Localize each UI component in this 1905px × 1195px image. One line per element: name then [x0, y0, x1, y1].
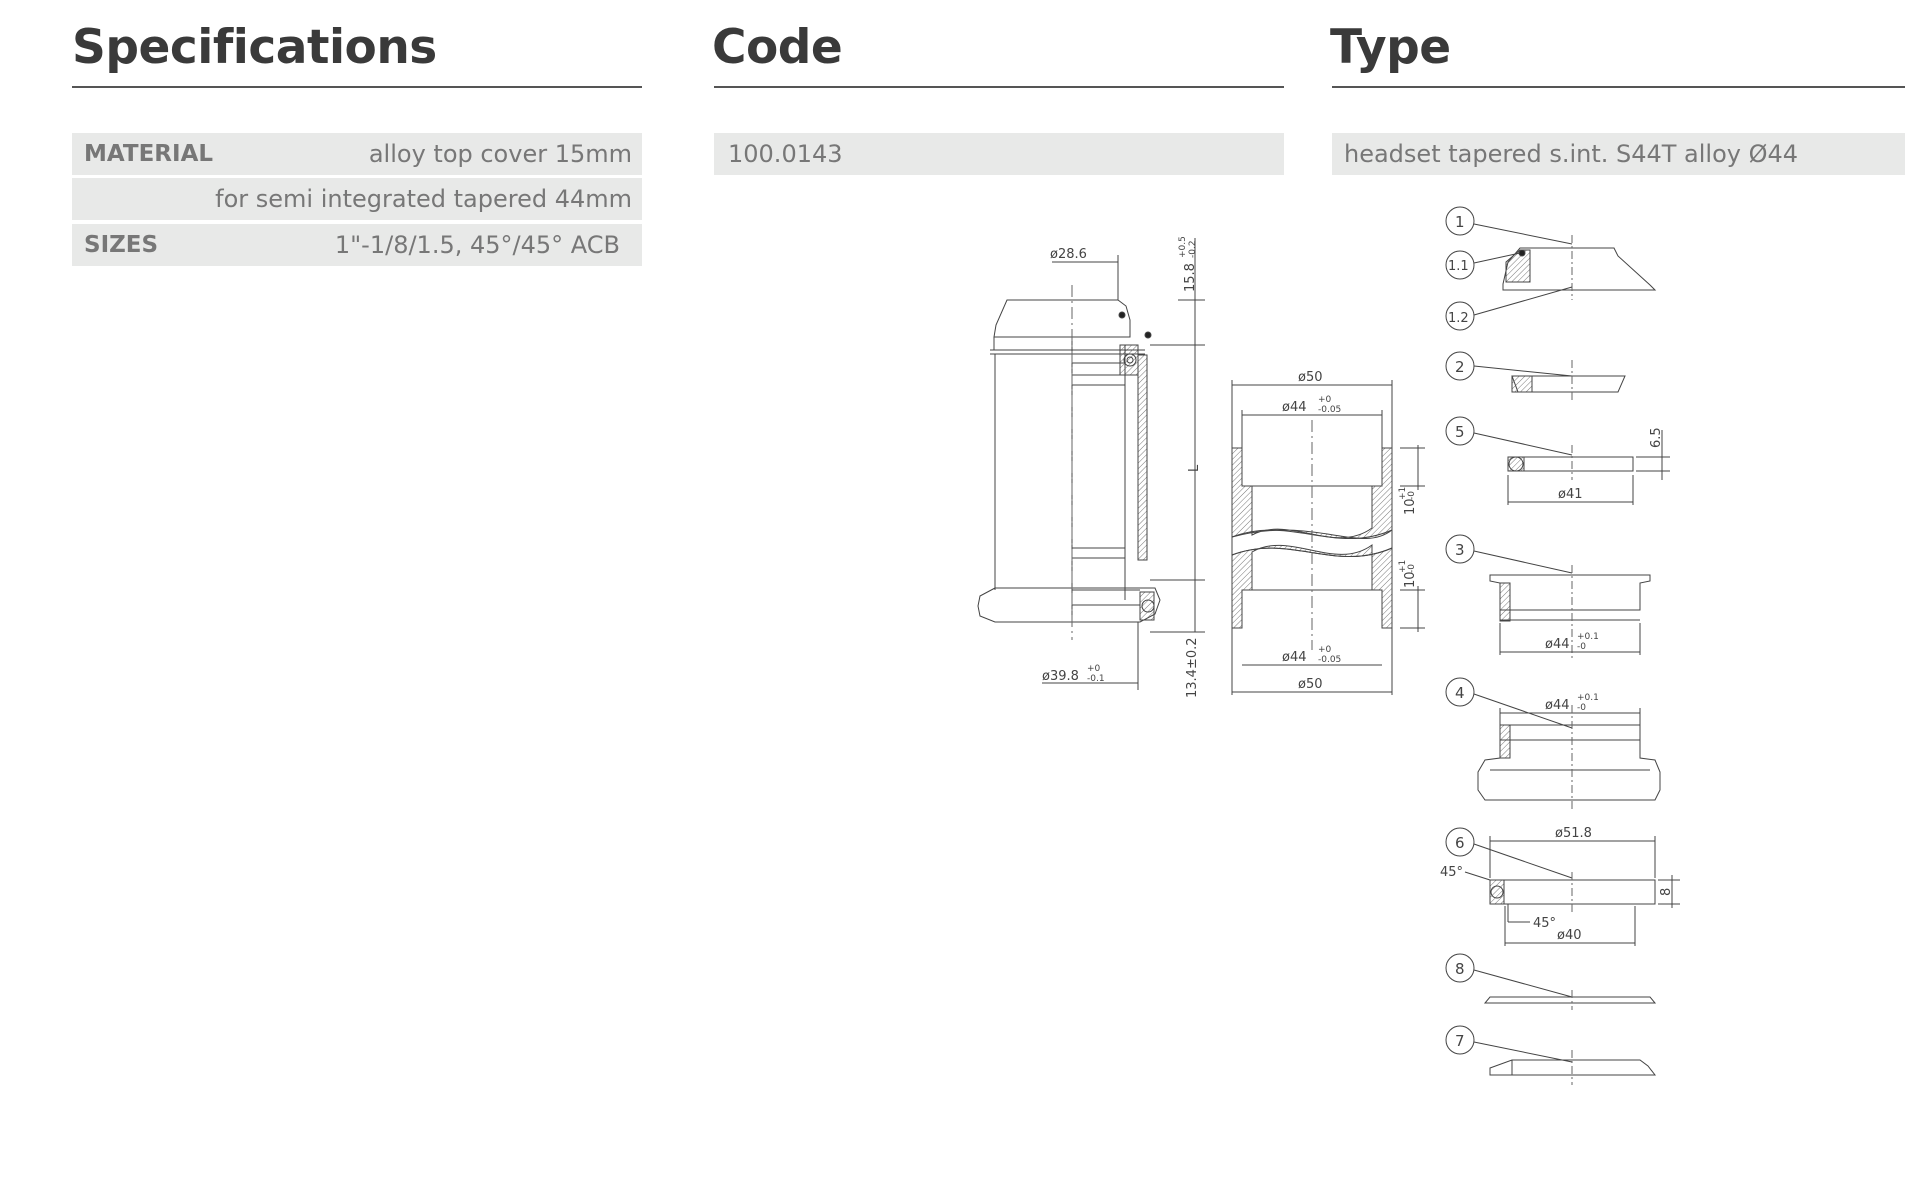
code-value: 100.0143 [728, 140, 843, 168]
dim-d44-p4-tol-up: +0.1 [1577, 693, 1599, 703]
part-label-5: 5 [1455, 423, 1465, 441]
code-rule [714, 86, 1284, 88]
dim-d44-bot-tol-up: +0 [1318, 645, 1332, 655]
dim-d44-p4: ø44 [1545, 698, 1570, 713]
dim-d44-bot: ø44 [1282, 650, 1307, 665]
part-label-7: 7 [1455, 1032, 1465, 1050]
dim-d44-p3: ø44 [1545, 637, 1570, 652]
dim-d44-bot-tol-dn: -0.05 [1318, 655, 1341, 665]
dim-h10-bot-tol-dn: -0 [1407, 564, 1417, 573]
dim-h15-8-tol-up: +0.5 [1178, 236, 1188, 258]
specifications-title: Specifications [72, 20, 437, 75]
dim-d28-6: ø28.6 [1050, 247, 1087, 262]
dim-d41: ø41 [1558, 487, 1583, 502]
dim-h15-8: 15.8 [1183, 263, 1198, 292]
dim-h10-top-tol-up: +1 [1398, 487, 1408, 500]
part-label-1-1: 1.1 [1448, 259, 1469, 274]
dim-d50-bot: ø50 [1298, 677, 1323, 692]
material-value-2: for semi integrated tapered 44mm [215, 185, 632, 213]
spec-row-material-cont: for semi integrated tapered 44mm [72, 178, 642, 220]
dim-h10-bot: 10 [1403, 571, 1418, 588]
dim-d44-top: ø44 [1282, 400, 1307, 415]
dim-a45-bot: 45° [1533, 916, 1556, 931]
dim-d50-top: ø50 [1298, 370, 1323, 385]
dim-h13-4: 13.4±0.2 [1185, 637, 1200, 698]
dim-L: L [1187, 464, 1202, 472]
specifications-header: Specifications [72, 18, 437, 78]
dim-d44-p4-tol-dn: -0 [1577, 703, 1586, 713]
part-label-8: 8 [1455, 960, 1465, 978]
dim-h10-top: 10 [1403, 498, 1418, 515]
dim-h10-top-tol-dn: -0 [1407, 491, 1417, 500]
sizes-value: 1"-1/8/1.5, 45°/45° ACB [334, 231, 620, 259]
type-rule [1332, 86, 1905, 88]
part-label-6: 6 [1455, 834, 1465, 852]
dim-d44-p3-tol-dn: -0 [1577, 642, 1586, 652]
code-row: 100.0143 [714, 133, 1284, 175]
dim-d40: ø40 [1557, 928, 1582, 943]
part-label-2: 2 [1455, 358, 1465, 376]
part-label-3: 3 [1455, 541, 1465, 559]
exploded-parts-view: 1 1.1 1.2 2 5 ø41 6.5 [1440, 206, 1680, 1085]
assembly-view: ø28.6 15.8 +0.5 -0.2 L 13.4±0.2 ø39.8 +0… [977, 236, 1205, 698]
code-title: Code [712, 20, 843, 75]
part-label-1: 1 [1455, 213, 1465, 231]
dim-a45-top: 45° [1440, 865, 1463, 880]
dim-h15-8-tol-dn: -0.2 [1188, 240, 1198, 258]
dim-h6-5: 6.5 [1649, 427, 1664, 448]
frame-section-view: ø50 ø44 +0 -0.05 10 +1 -0 10 +1 -0 ø44 +… [1231, 370, 1425, 695]
type-header: Type [1330, 18, 1451, 78]
spec-row-sizes: SIZES 1"-1/8/1.5, 45°/45° ACB [72, 224, 642, 266]
part-label-4: 4 [1455, 684, 1465, 702]
dim-d44-top-tol-dn: -0.05 [1318, 405, 1341, 415]
type-row: headset tapered s.int. S44T alloy Ø44 [1332, 133, 1905, 175]
type-value: headset tapered s.int. S44T alloy Ø44 [1344, 140, 1799, 168]
material-label: MATERIAL [84, 141, 214, 167]
part-label-1-2: 1.2 [1448, 311, 1469, 326]
spec-row-material: MATERIAL alloy top cover 15mm [72, 133, 642, 175]
dim-d44-top-tol-up: +0 [1318, 395, 1332, 405]
dim-h8: 8 [1659, 888, 1674, 896]
dim-h10-bot-tol-up: +1 [1398, 560, 1408, 573]
dim-d44-p3-tol-up: +0.1 [1577, 632, 1599, 642]
sizes-label: SIZES [84, 232, 159, 258]
specifications-rule [72, 86, 642, 88]
type-title: Type [1330, 20, 1451, 75]
dim-d51-8: ø51.8 [1555, 826, 1592, 841]
material-value: alloy top cover 15mm [368, 140, 632, 168]
dim-d39-8: ø39.8 [1042, 669, 1079, 684]
dim-d39-8-tol-up: +0 [1087, 664, 1101, 674]
dim-d39-8-tol-dn: -0.1 [1087, 674, 1105, 684]
code-header: Code [712, 18, 843, 78]
